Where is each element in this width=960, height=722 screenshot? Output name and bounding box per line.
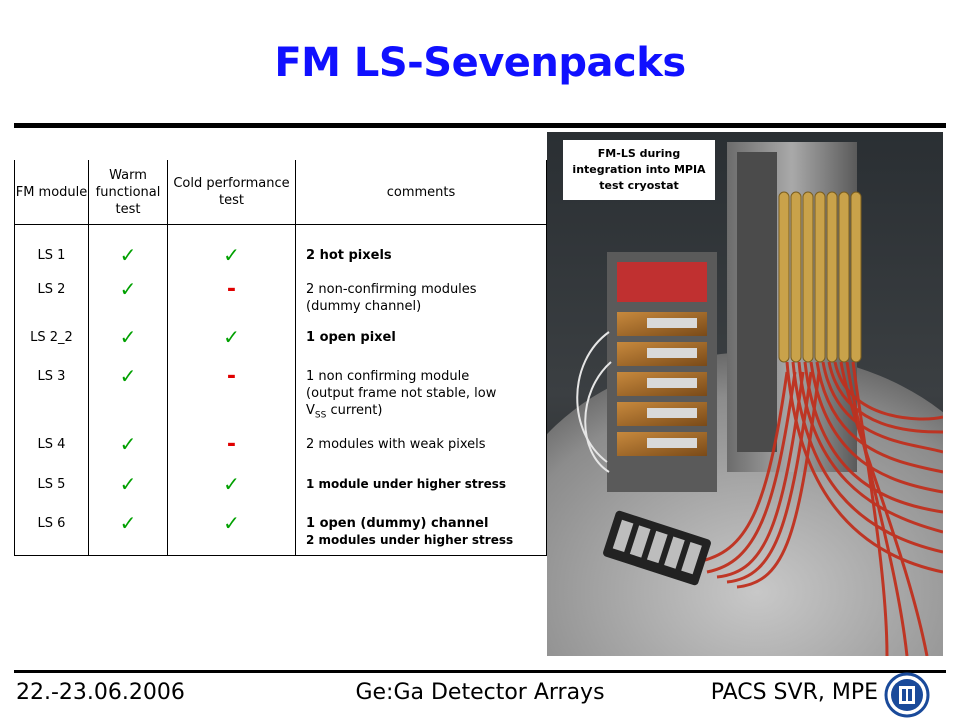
dash-icon: - (226, 364, 237, 389)
module-table: FM module Warm functional test Cold perf… (14, 160, 547, 556)
table-row: LS 5 ✓ ✓ 1 module under higher stress (14, 474, 547, 515)
footer-org: PACS SVR, MPE (710, 680, 878, 705)
header-warm: Warm functional test (88, 160, 168, 225)
check-icon: ✓ (119, 472, 137, 496)
cryostat-illustration (547, 132, 943, 656)
footer-title: Ge:Ga Detector Arrays (355, 680, 605, 705)
institute-logo-icon (884, 672, 930, 718)
check-icon: ✓ (223, 243, 240, 267)
header-comments: comments (295, 160, 547, 225)
table-row: LS 4 ✓ - 2 modules with weak pixels (14, 434, 547, 476)
cell-module: LS 4 (14, 436, 89, 476)
cell-module: LS 6 (14, 515, 89, 556)
check-icon: ✓ (223, 472, 240, 496)
cell-comment: 1 non confirming module (306, 369, 470, 384)
page-title: FM LS-Sevenpacks (274, 40, 686, 86)
check-icon: ✓ (119, 432, 137, 456)
check-icon: ✓ (119, 243, 137, 267)
vss-subscript: SS (314, 410, 327, 421)
cell-module: LS 1 (14, 247, 89, 281)
check-icon: ✓ (119, 364, 137, 388)
check-icon: ✓ (119, 277, 137, 301)
header-module: FM module (14, 160, 89, 225)
photo-caption: FM-LS during integration into MPIA test … (563, 140, 715, 200)
cell-comment: (dummy channel) (306, 299, 422, 314)
cell-comment: VSS current) (306, 402, 546, 425)
header-cold: Cold performance test (167, 160, 296, 225)
cell-module: LS 2 (14, 281, 89, 329)
check-icon: ✓ (223, 511, 240, 535)
cell-comment: 1 module under higher stress (306, 477, 506, 491)
cell-comment: (output frame not stable, low (306, 386, 497, 401)
table-row: LS 3 ✓ - 1 non confirming module (output… (14, 366, 547, 436)
check-icon: ✓ (119, 325, 137, 349)
caption-text: FM-LS during integration into MPIA test … (572, 147, 706, 192)
cell-comment: 2 non-confirming modules (306, 282, 477, 297)
table-row: LS 2 ✓ - 2 non-confirming modules (dummy… (14, 279, 547, 329)
cell-comment: 2 hot pixels (306, 248, 392, 263)
cell-comment: 1 open pixel (306, 330, 396, 345)
cryostat-photo (547, 132, 943, 656)
vss-suffix: current) (326, 403, 383, 418)
table-row: LS 6 ✓ ✓ 1 open (dummy) channel 2 module… (14, 513, 547, 556)
table-row: LS 2_2 ✓ ✓ 1 open pixel (14, 327, 547, 368)
vss-label: V (306, 403, 315, 418)
cell-comment: 2 modules under higher stress (306, 533, 514, 547)
table-row: LS 1 ✓ ✓ 2 hot pixels (14, 245, 547, 281)
cell-comment: 1 open (dummy) channel (306, 516, 489, 531)
cell-module: LS 5 (14, 476, 89, 515)
check-icon: ✓ (223, 325, 240, 349)
cell-comment: 2 modules with weak pixels (306, 437, 486, 452)
dash-icon: - (226, 432, 237, 457)
cell-module: LS 2_2 (14, 329, 89, 368)
check-icon: ✓ (119, 511, 137, 535)
bottom-rule (14, 670, 946, 673)
top-rule (14, 123, 946, 128)
footer-date: 22.-23.06.2006 (16, 680, 185, 705)
cell-module: LS 3 (14, 368, 89, 436)
dash-icon: - (226, 277, 237, 302)
